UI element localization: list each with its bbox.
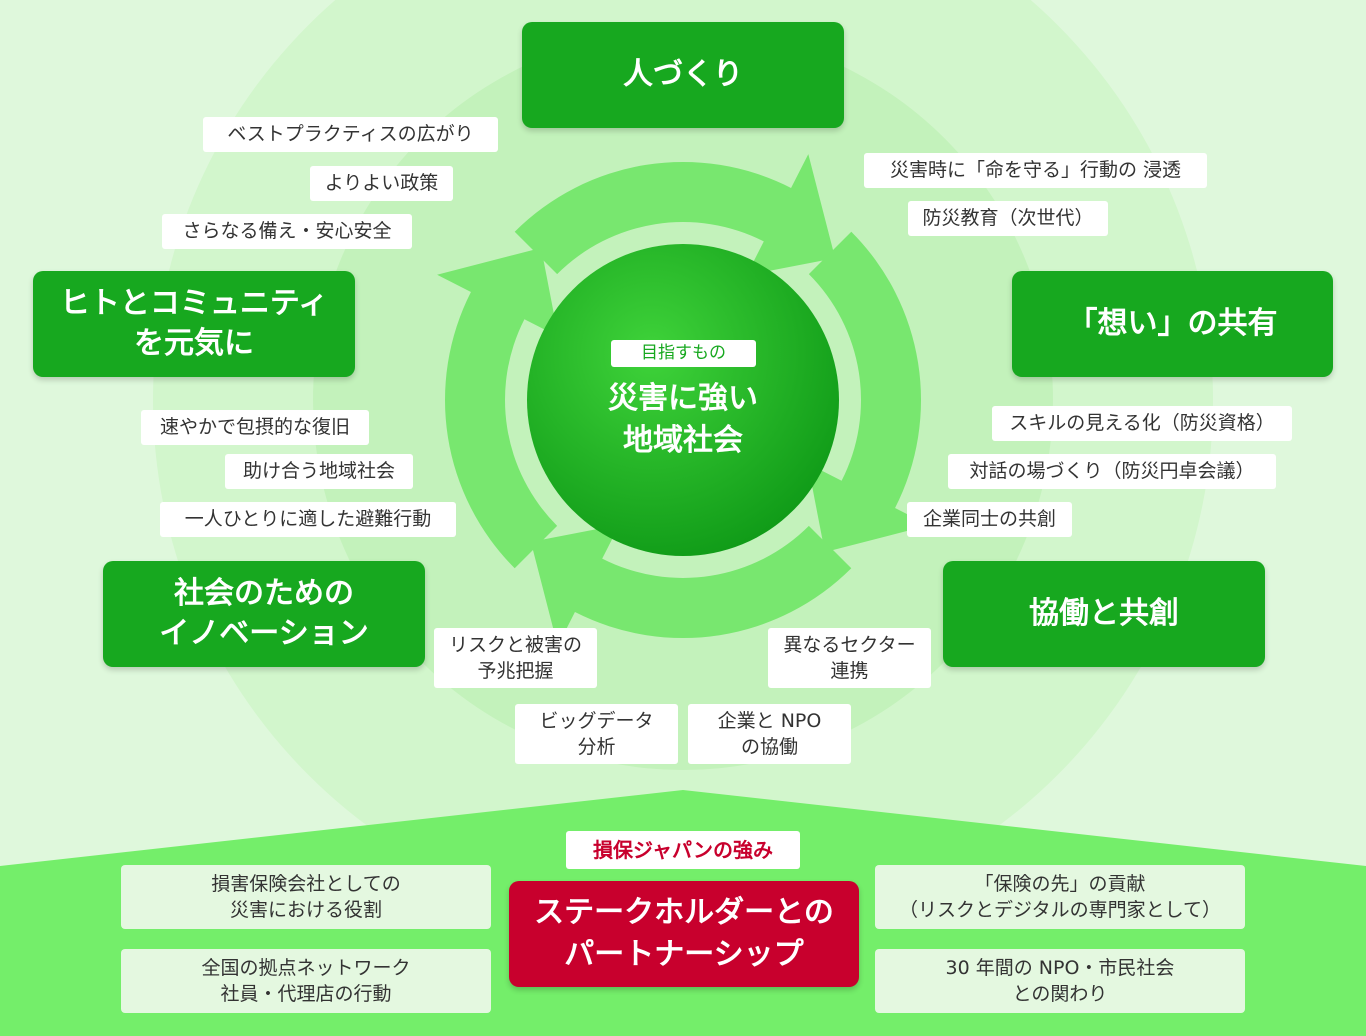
label-risk-sign-line2: 予兆把握: [477, 660, 554, 682]
cycle-arrows: [437, 154, 929, 646]
bottom-role-line2: 災害における役割: [229, 899, 382, 921]
bottom-box-npo: 30 年間の NPO・市民社会 との関わり: [875, 949, 1245, 1013]
label-company-npo: 企業と NPO の協働: [688, 704, 851, 764]
cycle-arrow-top-left: [437, 247, 559, 569]
label-better-policy: よりよい政策: [310, 166, 453, 201]
center-title: 災害に強い 地域社会: [560, 378, 806, 462]
label-cross-sector: 異なるセクター 連携: [768, 628, 931, 688]
label-swift-recovery: 速やかで包摂的な復旧: [141, 410, 369, 445]
bottom-npo-line2: との関わり: [1012, 983, 1108, 1005]
cycle-arrow-bottom-right: [807, 231, 929, 553]
bottom-contribution-line2: （リスクとデジタルの専門家として）: [898, 899, 1222, 921]
stage-bottom-left-line2: イノベーション: [159, 616, 369, 651]
bottom-network-line2: 社員・代理店の行動: [220, 983, 392, 1005]
label-disaster-education: 防災教育（次世代）: [908, 201, 1108, 236]
bottom-box-network: 全国の拠点ネットワーク 社員・代理店の行動: [121, 949, 491, 1013]
stage-left-line1: ヒトとコミュニティ: [59, 286, 329, 321]
center-circle: [527, 244, 839, 556]
center-caption: 目指すもの: [611, 340, 756, 367]
partnership-line2: パートナーシップ: [564, 937, 804, 972]
bottom-contribution-line1: 「保険の先」の貢献: [974, 873, 1146, 895]
stage-bottom-left-innovation: 社会のための イノベーション: [103, 561, 425, 667]
partnership-box: ステークホルダーとの パートナーシップ: [509, 881, 859, 987]
label-company-npo-line1: 企業と NPO: [717, 710, 822, 732]
label-big-data-line1: ビッグデータ: [539, 710, 654, 732]
stage-bottom-right-kyodo: 協働と共創: [943, 561, 1265, 667]
cycle-arrow-top-right: [514, 154, 836, 276]
label-life-saving: 災害時に「命を守る」行動の 浸透: [864, 153, 1207, 188]
stage-top-hitozukuri: 人づくり: [522, 22, 844, 128]
label-risk-sign-line1: リスクと被害の: [448, 634, 582, 656]
label-best-practice: ベストプラクティスの広がり: [203, 117, 498, 152]
bottom-npo-line1: 30 年間の NPO・市民社会: [945, 957, 1175, 979]
stage-top-text: 人づくり: [623, 57, 743, 92]
stage-left-line2: を元気に: [134, 326, 254, 361]
strength-label: 損保ジャパンの強み: [566, 831, 800, 869]
bottom-box-contribution: 「保険の先」の貢献 （リスクとデジタルの専門家として）: [875, 865, 1245, 929]
bottom-box-role: 損害保険会社としての 災害における役割: [121, 865, 491, 929]
stage-right-omoi: 「想い」の共有: [1012, 271, 1333, 377]
label-risk-sign: リスクと被害の 予兆把握: [434, 628, 597, 688]
stage-bottom-left-line1: 社会のための: [174, 576, 354, 611]
label-dialogue-place: 対話の場づくり（防災円卓会議）: [948, 454, 1276, 489]
label-skill-visualization: スキルの見える化（防災資格）: [992, 406, 1292, 441]
center-title-line2: 地域社会: [623, 423, 743, 458]
label-company-npo-line2: の協働: [740, 736, 798, 758]
cycle-arrow-bottom-left: [530, 524, 852, 646]
bottom-role-line1: 損害保険会社としての: [211, 873, 401, 895]
label-mutual-help: 助け合う地域社会: [225, 454, 413, 489]
label-cross-sector-line2: 連携: [830, 660, 869, 682]
stage-right-text: 「想い」の共有: [1067, 306, 1278, 341]
stage-bottom-right-text: 協働と共創: [1029, 596, 1179, 631]
label-big-data-line2: 分析: [577, 736, 616, 758]
stage-left-community: ヒトとコミュニティ を元気に: [33, 271, 355, 377]
partnership-line1: ステークホルダーとの: [534, 895, 834, 930]
center-title-line1: 災害に強い: [608, 381, 758, 416]
bottom-network-line1: 全国の拠点ネットワーク: [201, 957, 411, 979]
label-corporate-cocreation: 企業同士の共創: [907, 502, 1072, 537]
label-more-preparedness: さらなる備え・安心安全: [162, 214, 412, 249]
label-cross-sector-line1: 異なるセクター: [783, 634, 916, 656]
label-big-data: ビッグデータ 分析: [515, 704, 678, 764]
label-evacuation: 一人ひとりに適した避難行動: [160, 502, 456, 537]
